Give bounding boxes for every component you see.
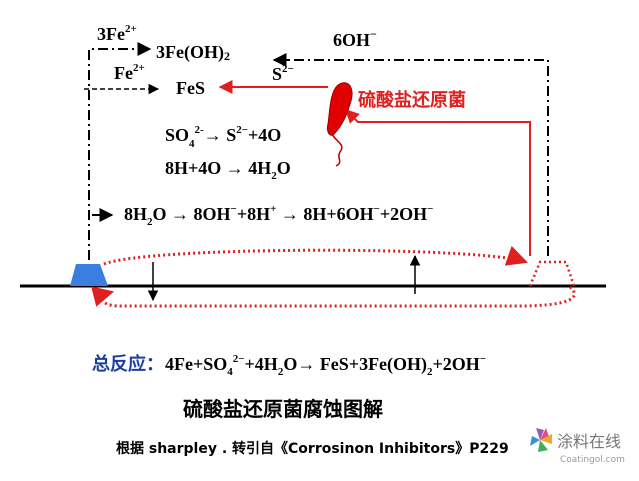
watermark-logo: 涂料在线 Coatingol.com bbox=[530, 428, 625, 465]
equation-2: 8H+4O → 4H2O bbox=[165, 158, 291, 182]
fe-oh-text: 3Fe(OH)2 bbox=[156, 42, 230, 63]
equation-3: 8H2O → 8OH−+8H+ → 8H+6OH−+2OH− bbox=[124, 203, 433, 228]
equation-1: SO42-→ S2−+4O bbox=[165, 124, 281, 150]
total-reaction-label: 总反应： bbox=[92, 353, 164, 375]
cathode-shape bbox=[528, 260, 576, 287]
source-text: 根据 sharpley . 转引自《Corrosinon Inhibitors》… bbox=[116, 440, 509, 457]
fes-text: FeS bbox=[176, 78, 205, 98]
hydroxide-path bbox=[278, 59, 549, 256]
watermark-icon bbox=[530, 428, 552, 452]
fe2-mid-text: Fe2+ bbox=[114, 62, 145, 83]
bacteria-flagellum bbox=[331, 133, 343, 167]
fe2-top-text: 3Fe2+ bbox=[97, 23, 137, 44]
caption-text: 硫酸盐还原菌腐蚀图解 bbox=[183, 397, 383, 421]
anode-shape bbox=[70, 264, 108, 286]
current-loop-lower bbox=[91, 285, 576, 308]
watermark-url: Coatingol.com bbox=[560, 455, 625, 465]
watermark-name: 涂料在线 bbox=[557, 432, 621, 451]
cathode-to-bacteria-arrow bbox=[345, 109, 531, 256]
bacteria-blob bbox=[327, 82, 353, 136]
total-reaction-equation: 4Fe+SO42−+4H2O→ FeS+3Fe(OH)2+2OH− bbox=[165, 353, 486, 378]
current-loop-upper bbox=[103, 245, 528, 266]
oh6-text: 6OH− bbox=[333, 27, 377, 50]
bacteria-label: 硫酸盐还原菌 bbox=[358, 89, 466, 111]
s2-text: S2− bbox=[272, 63, 294, 84]
